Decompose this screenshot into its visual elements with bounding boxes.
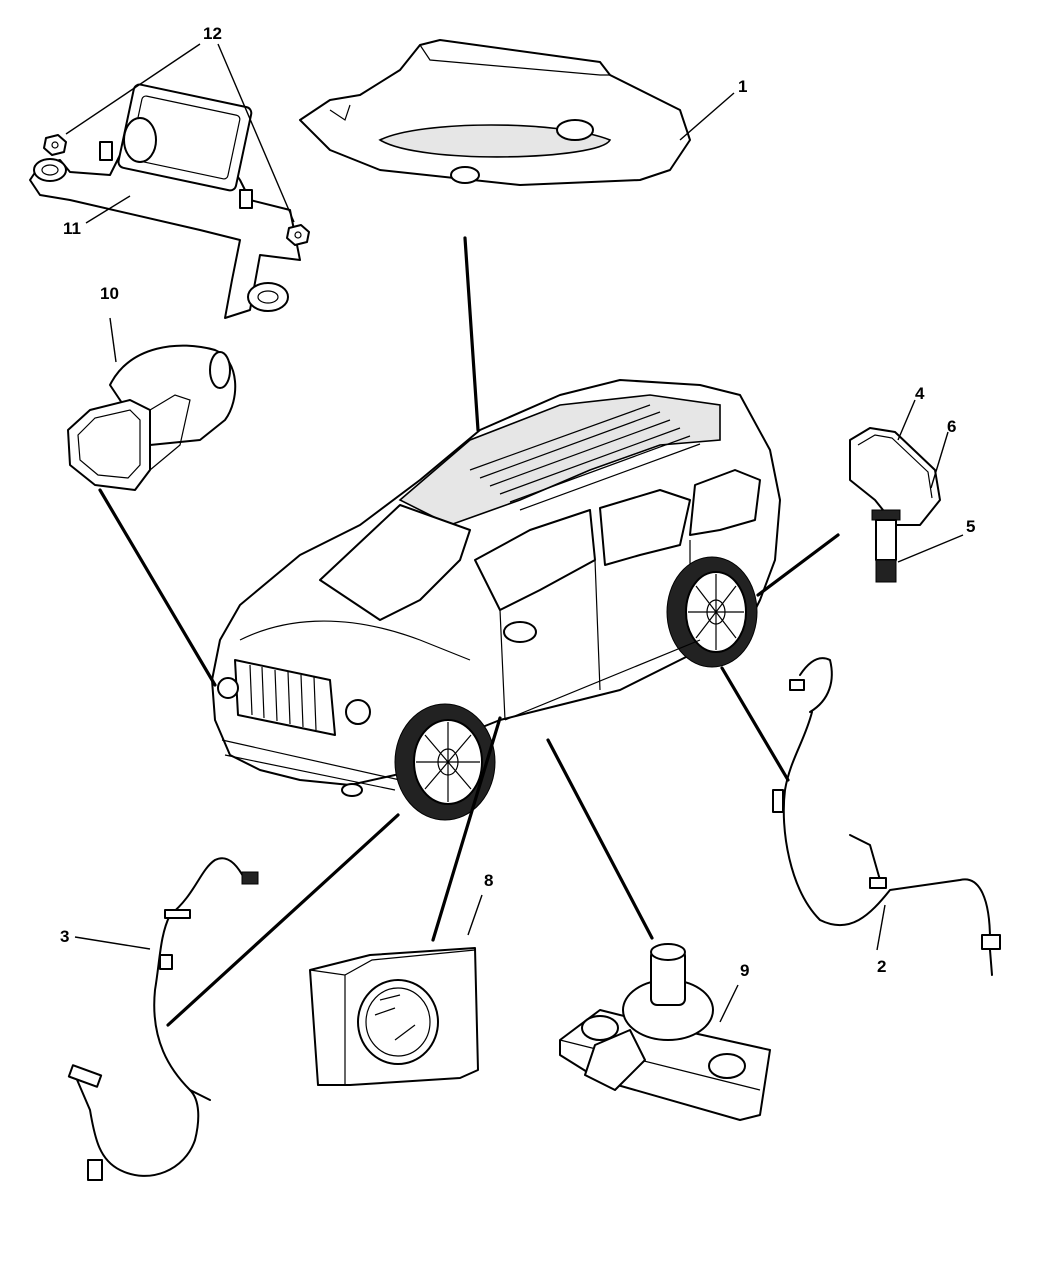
leader-lines — [65, 43, 964, 1023]
callout-12: 12 — [203, 24, 222, 43]
nuts-part — [43, 134, 310, 246]
overhead-console-part — [299, 39, 691, 186]
side-impact-sensor-part — [309, 947, 479, 1086]
callout-1: 1 — [738, 77, 748, 96]
callout-5: 5 — [966, 517, 976, 536]
callout-4: 4 — [915, 384, 925, 403]
callout-2: 2 — [877, 957, 887, 976]
callout-3: 3 — [60, 927, 70, 946]
callout-11: 11 — [63, 219, 81, 238]
connector-lines — [98, 236, 840, 1027]
callout-10: 10 — [100, 284, 119, 303]
front-wheel-speed-sensor-part — [67, 857, 259, 1181]
rear-wheel-speed-sensor-part — [772, 657, 1001, 976]
impact-sensor-part — [67, 344, 237, 491]
control-module-bracket-part — [29, 83, 301, 319]
yaw-rate-sensor-part — [559, 943, 771, 1121]
callout-6: 6 — [947, 417, 957, 436]
callout-9: 9 — [740, 961, 750, 980]
callout-8: 8 — [484, 871, 494, 890]
tire-pressure-sensor-part — [849, 427, 941, 583]
vehicle — [211, 379, 781, 821]
